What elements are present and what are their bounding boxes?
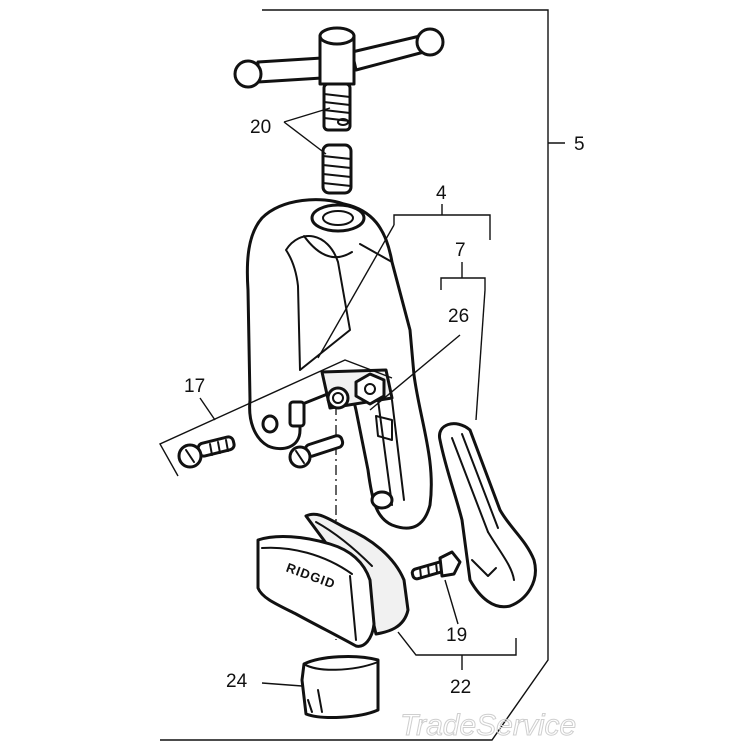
assembly-frame: [160, 9, 549, 741]
hook: [438, 422, 537, 609]
callout-26: 26: [448, 306, 469, 327]
callout-20: 20: [250, 117, 271, 138]
t-handle-screw: [233, 26, 445, 195]
jaw-screw: [410, 550, 462, 581]
jaw-insert: [300, 655, 380, 719]
callout-19: 19: [446, 625, 467, 646]
callout-17: 17: [184, 376, 205, 397]
lower-jaw: RIDGID: [256, 512, 410, 648]
callout-4: 4: [436, 183, 447, 204]
callout-24: 24: [226, 671, 248, 692]
watermark: TradeService: [400, 709, 576, 742]
pivot-bolt: [177, 435, 236, 469]
yoke: [245, 198, 433, 530]
leader-lines: [159, 107, 517, 687]
callout-7: 7: [455, 240, 466, 261]
callout-22: 22: [450, 677, 471, 698]
callout-5: 5: [574, 134, 585, 155]
pin-bolt: [288, 434, 345, 469]
